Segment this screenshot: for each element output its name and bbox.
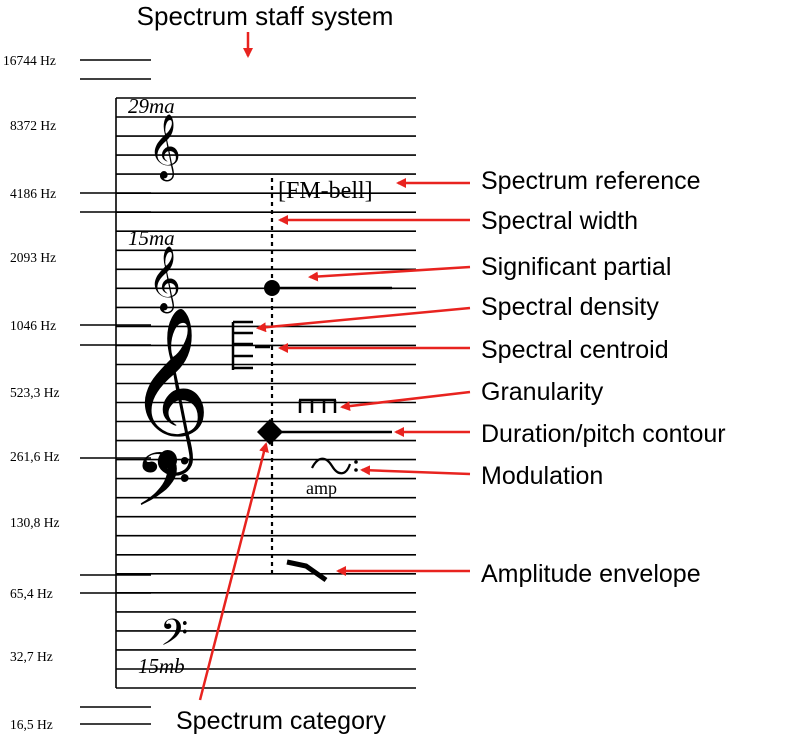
arrow-granularity	[340, 390, 471, 412]
annotation-labels: Spectrum reference Spectral width Signif…	[176, 167, 726, 735]
arrow-significant-partial	[308, 265, 471, 282]
freq-label: 32,7 Hz	[10, 649, 53, 664]
label-spectral-width: Spectral width	[481, 207, 638, 235]
amplitude-envelope-symbol	[286, 559, 328, 583]
label-significant-partial: Significant partial	[481, 253, 671, 281]
treble-clef-icon: 𝄞	[148, 114, 181, 181]
modulation-wave-icon	[311, 457, 352, 475]
label-spectrum-reference: Spectrum reference	[481, 167, 701, 195]
freq-label: 2093 Hz	[10, 250, 56, 265]
frequency-labels: 16744 Hz 8372 Hz 4186 Hz 2093 Hz 1046 Hz…	[3, 53, 60, 732]
spectral-density-symbol	[231, 320, 253, 370]
freq-label: 65,4 Hz	[10, 586, 53, 601]
octave-mark-15ma: 15ma	[128, 226, 175, 250]
granularity-symbol	[298, 398, 337, 413]
treble-clef-icon: 𝄞	[128, 309, 211, 476]
bass-clef-icon: 𝄢	[160, 613, 188, 662]
modulation-dot	[354, 460, 358, 464]
arrow-modulation	[360, 465, 471, 476]
label-spectral-density: Spectral density	[481, 293, 659, 321]
freq-label: 1046 Hz	[10, 318, 56, 333]
freq-label: 130,8 Hz	[10, 515, 60, 530]
octave-mark-15mb: 15mb	[138, 654, 185, 678]
freq-label: 16744 Hz	[3, 53, 56, 68]
annotation-arrows	[198, 178, 471, 701]
spectrum-reference-text: [FM-bell]	[278, 178, 373, 204]
modulation-dot	[354, 468, 358, 472]
freq-label: 16,5 Hz	[10, 717, 53, 732]
bass-clef-icon: 𝄢	[134, 441, 192, 540]
label-amplitude-envelope: Amplitude envelope	[481, 560, 701, 588]
label-spectrum-category: Spectrum category	[176, 707, 386, 735]
treble-clef-icon: 𝄞	[148, 246, 181, 313]
label-modulation: Modulation	[481, 462, 603, 490]
freq-label: 8372 Hz	[10, 118, 56, 133]
freq-label: 4186 Hz	[10, 186, 56, 201]
ledger-lines	[80, 59, 151, 725]
label-duration-pitch-contour: Duration/pitch contour	[481, 420, 726, 448]
label-granularity: Granularity	[481, 378, 604, 406]
diagram-title: Spectrum staff system	[137, 1, 394, 31]
freq-label: 261,6 Hz	[10, 449, 60, 464]
arrow-spectral-density	[256, 306, 471, 333]
modulation-text: amp	[306, 478, 337, 498]
arrow-spectrum-category	[198, 442, 269, 701]
octave-mark-29ma: 29ma	[128, 94, 175, 118]
freq-label: 523,3 Hz	[10, 385, 60, 400]
label-spectral-centroid: Spectral centroid	[481, 336, 669, 364]
